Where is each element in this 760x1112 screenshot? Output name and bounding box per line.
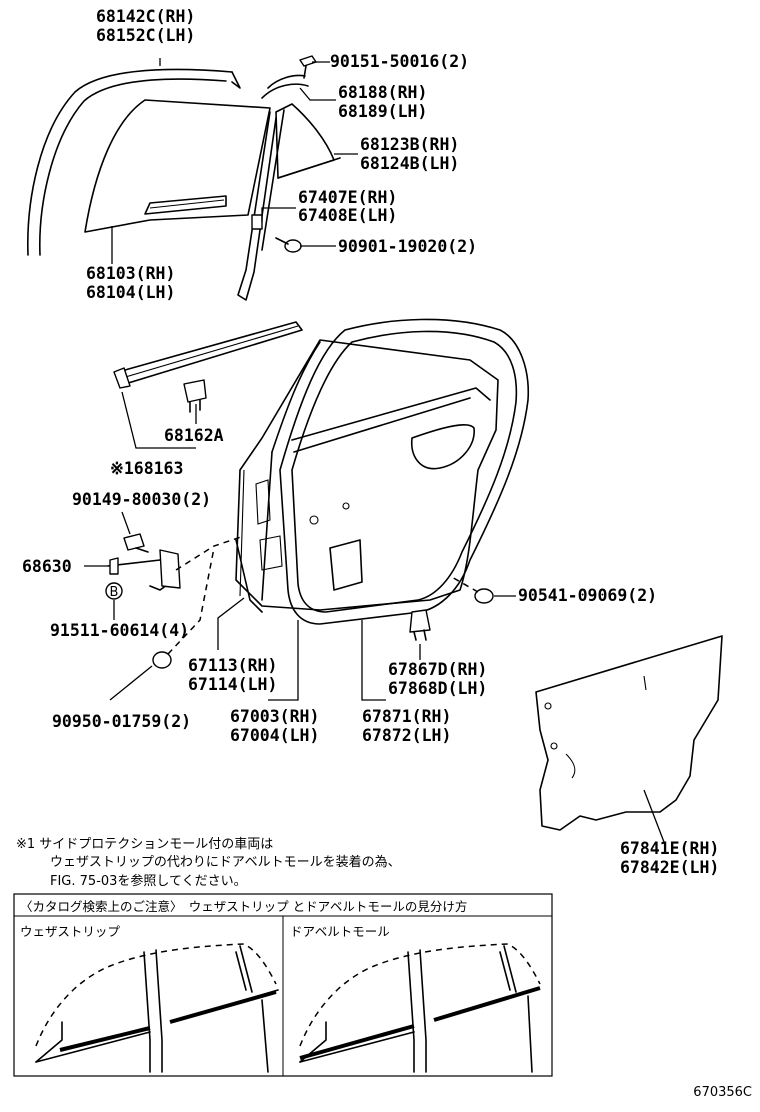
weatherstrip-illustration bbox=[35, 943, 279, 1073]
part-label-67408e: 67408E(LH) bbox=[298, 206, 397, 225]
leader-lines bbox=[84, 58, 665, 843]
door-glass-drawing bbox=[84, 99, 271, 233]
callout-68103: 68103(RH) 68104(LH) bbox=[86, 264, 175, 302]
callout-67113: 67113(RH) 67114(LH) bbox=[188, 656, 277, 694]
footnote-line-1: ※1 サイドプロテクションモール付の車両は bbox=[16, 837, 273, 852]
part-label-67003: 67003(RH) bbox=[230, 707, 319, 726]
footnote-line-2: ウェザストリップの代わりにドアベルトモールを装着の為、 bbox=[50, 854, 401, 870]
belt-moulding-illustration bbox=[299, 943, 541, 1073]
callout-68162: 68162A bbox=[164, 426, 224, 445]
callout-90151: 90151-50016(2) bbox=[330, 52, 469, 71]
bolts-90149-drawing bbox=[123, 533, 149, 553]
part-label-90541: 90541-09069(2) bbox=[518, 586, 657, 605]
part-label-90151: 90151-50016(2) bbox=[330, 52, 469, 71]
callout-90901: 90901-19020(2) bbox=[338, 237, 477, 256]
part-label-90901: 90901-19020(2) bbox=[338, 237, 477, 256]
service-hole-cover-drawing bbox=[535, 635, 723, 831]
part-label-68189: 68189(LH) bbox=[338, 102, 427, 121]
glass-run-channel-drawing bbox=[27, 68, 241, 256]
plug-90541-drawing bbox=[449, 575, 494, 604]
callout-68188: 68188(RH) 68189(LH) bbox=[338, 83, 427, 121]
part-label-68188: 68188(RH) bbox=[338, 83, 427, 102]
part-label-68163: ※168163 bbox=[110, 459, 183, 478]
part-label-67841e: 67841E(RH) bbox=[620, 839, 719, 858]
part-label-67867d: 67867D(RH) bbox=[388, 660, 487, 679]
part-label-67004: 67004(LH) bbox=[230, 726, 319, 745]
belt-weatherstrip-drawing bbox=[113, 321, 303, 389]
callout-68630: 68630 bbox=[22, 557, 72, 576]
part-label-68630: 68630 bbox=[22, 557, 72, 576]
part-label-67872: 67872(LH) bbox=[362, 726, 451, 745]
part-label-67407e: 67407E(RH) bbox=[298, 188, 397, 207]
part-label-67871: 67871(RH) bbox=[362, 707, 451, 726]
part-label-68162a: 68162A bbox=[164, 426, 224, 445]
callout-67867: 67867D(RH) 67868D(LH) bbox=[388, 660, 487, 698]
callout-67871: 67871(RH) 67872(LH) bbox=[362, 707, 451, 745]
callout-90950: 90950-01759(2) bbox=[52, 712, 191, 731]
callout-67841: 67841E(RH) 67842E(LH) bbox=[620, 839, 719, 877]
clip-68162a-drawing bbox=[183, 379, 207, 413]
part-label-67113: 67113(RH) bbox=[188, 656, 277, 675]
part-label-68104: 68104(LH) bbox=[86, 283, 175, 302]
plug-90950-drawing bbox=[152, 547, 215, 669]
part-label-68123b: 68123B(RH) bbox=[360, 135, 459, 154]
part-label-68142c: 68142C(RH) bbox=[96, 7, 195, 26]
part-label-90149: 90149-80030(2) bbox=[72, 490, 211, 509]
part-label-90950: 90950-01759(2) bbox=[52, 712, 191, 731]
callout-67003: 67003(RH) 67004(LH) bbox=[230, 707, 319, 745]
clip-67867d-drawing bbox=[409, 609, 431, 641]
notice-left-title: ウェザストリップ bbox=[20, 924, 120, 939]
notice-box: 〈カタログ検索上のご注意〉 ウェザストリップ とドアベルトモールの見分け方 ウェ… bbox=[13, 893, 553, 1077]
door-weatherstrip-drawing bbox=[279, 318, 530, 625]
callout-90541: 90541-09069(2) bbox=[518, 586, 657, 605]
bolt-marker-b: B bbox=[105, 582, 123, 600]
notice-box-header: 〈カタログ検索上のご注意〉 ウェザストリップ とドアベルトモールの見分け方 bbox=[20, 899, 467, 914]
callout-68142: 68142C(RH) 68152C(LH) bbox=[96, 7, 195, 45]
inner-panel-67113-drawing bbox=[235, 469, 263, 613]
quarter-window-drawing bbox=[237, 74, 341, 301]
door-panel-drawing bbox=[235, 339, 499, 611]
callout-91511: 91511-60614(4) bbox=[50, 621, 189, 640]
part-label-67842e: 67842E(LH) bbox=[620, 858, 719, 877]
callout-67407: 67407E(RH) 67408E(LH) bbox=[298, 188, 397, 225]
clip-90901-drawing bbox=[275, 237, 302, 253]
footnote: ※1 サイドプロテクションモール付の車両は ウェザストリップの代わりにドアベルト… bbox=[16, 837, 401, 889]
door-check-drawing bbox=[107, 535, 245, 591]
part-label-91511: 91511-60614(4) bbox=[50, 621, 189, 640]
part-label-68103: 68103(RH) bbox=[86, 264, 175, 283]
callout-90149: 90149-80030(2) bbox=[72, 490, 211, 509]
footnote-line-3: FIG. 75-03を参照してください。 bbox=[50, 873, 247, 889]
part-label-67868d: 67868D(LH) bbox=[388, 679, 487, 698]
callout-68163: ※168163 bbox=[110, 459, 183, 478]
bolt-marker-label: B bbox=[110, 585, 119, 600]
part-label-68124b: 68124B(LH) bbox=[360, 154, 459, 173]
screw-90151-drawing bbox=[299, 55, 317, 79]
callout-68123: 68123B(RH) 68124B(LH) bbox=[360, 135, 459, 173]
part-label-67114: 67114(LH) bbox=[188, 675, 277, 694]
part-label-68152c: 68152C(LH) bbox=[96, 26, 195, 45]
notice-right-title: ドアベルトモール bbox=[290, 924, 390, 939]
figure-code: 670356C bbox=[693, 1085, 752, 1100]
